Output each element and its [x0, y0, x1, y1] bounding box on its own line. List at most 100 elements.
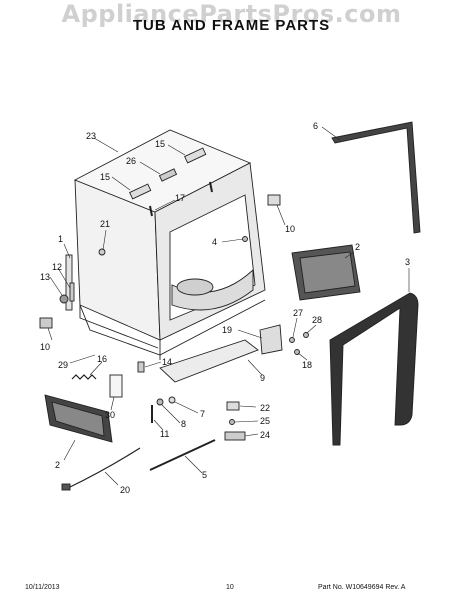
callout-2-upper: 2 [355, 242, 360, 252]
label-30 [109, 374, 123, 398]
callout-22: 22 [260, 403, 270, 413]
leader-4 [221, 238, 244, 243]
footer-part-number: Part No. W10649694 Rev. A [318, 584, 406, 591]
bracket-19 [259, 324, 283, 355]
callout-labels: 1 2 2 3 4 5 6 7 8 9 10 10 11 12 13 14 15… [40, 121, 410, 495]
callout-12: 12 [52, 262, 62, 272]
callout-30: 30 [105, 410, 115, 420]
screw-4 [242, 236, 248, 242]
leader-29 [69, 354, 96, 364]
leader-30 [110, 396, 115, 411]
leader-14 [144, 361, 162, 368]
clip-lower [39, 317, 53, 329]
callout-6: 6 [313, 121, 318, 131]
leader-28 [306, 324, 317, 334]
leader-10b [47, 327, 53, 341]
callout-21: 21 [100, 219, 110, 229]
spring [71, 374, 97, 380]
leader-11 [153, 419, 164, 431]
callout-26: 26 [126, 156, 136, 166]
leader-24 [244, 433, 259, 437]
tub-frame-assembly [73, 129, 266, 360]
clip-14 [137, 361, 145, 373]
callout-14: 14 [162, 357, 172, 367]
callout-24: 24 [260, 430, 270, 440]
leader-17 [154, 199, 176, 211]
callout-16: 16 [97, 354, 107, 364]
callout-27: 27 [293, 308, 303, 318]
callout-18: 18 [302, 360, 312, 370]
screw-lower [209, 181, 213, 193]
screw-25 [229, 419, 235, 425]
leader-13 [49, 276, 63, 296]
leader-27 [292, 317, 298, 338]
callout-8: 8 [181, 419, 186, 429]
callout-11: 11 [160, 429, 169, 439]
leader-15a [167, 144, 186, 156]
callout-3: 3 [405, 257, 410, 267]
leader-23 [93, 137, 119, 153]
tub-gasket [329, 292, 419, 446]
door-gasket [331, 121, 421, 234]
leader-7 [174, 401, 199, 414]
washer-8 [156, 398, 164, 406]
tub-side-rail [79, 305, 159, 349]
callout-25: 25 [260, 416, 270, 426]
leader-2b [63, 439, 76, 461]
leader-9 [247, 359, 263, 376]
power-cord [67, 447, 141, 489]
callout-5: 5 [202, 470, 207, 480]
callout-13: 13 [40, 272, 50, 282]
leader-10 [276, 204, 286, 226]
tub-base-frame [79, 299, 266, 356]
callout-2-lower: 2 [55, 460, 60, 470]
callout-15-lower: 15 [100, 172, 110, 182]
leader-26 [139, 161, 161, 175]
leader-1 [63, 243, 71, 259]
toe-kick-panel-lower-face [51, 401, 105, 437]
callout-9: 9 [260, 373, 265, 383]
leveling-plate [159, 339, 259, 383]
clip-upper [267, 194, 281, 206]
callout-20: 20 [120, 485, 130, 495]
callout-15-upper: 15 [155, 139, 165, 149]
power-cord-plug [61, 483, 71, 491]
watermark: AppliancePartsPros.com [61, 0, 402, 28]
leader-15b [111, 176, 131, 191]
leader-20 [104, 471, 119, 486]
leader-21 [102, 229, 107, 251]
leader-16 [89, 361, 103, 376]
tub-sump [176, 278, 214, 296]
mounting-bracket [158, 168, 178, 182]
nut-7 [168, 396, 176, 404]
leader-18 [297, 352, 308, 361]
nut-27 [289, 337, 295, 343]
callout-17: 17 [175, 193, 185, 203]
leader-8 [161, 404, 181, 424]
footer-page-number: 10 [226, 584, 234, 591]
screw-21 [98, 248, 106, 256]
leader-25 [234, 420, 259, 423]
callout-23: 23 [86, 131, 96, 141]
callout-7: 7 [200, 409, 205, 419]
hinge-bracket-lower [129, 183, 152, 200]
leader-19 [237, 329, 263, 339]
page-title: TUB AND FRAME PARTS [132, 17, 331, 34]
callout-28: 28 [312, 315, 322, 325]
leveling-foot [59, 294, 69, 304]
hinge-bracket-upper [184, 147, 207, 164]
leader-12 [57, 267, 71, 289]
bracket-24 [224, 431, 246, 441]
cable-tie [149, 439, 216, 471]
leader-6 [321, 126, 341, 141]
leader-2a [344, 251, 355, 259]
leveling-leg [69, 282, 75, 302]
leader-lines [47, 126, 410, 486]
callout-10-upper: 10 [285, 224, 295, 234]
toe-kick-panel-upper-face [299, 251, 356, 294]
callout-29: 29 [58, 360, 68, 370]
leader-5 [184, 455, 203, 474]
clamp-22 [226, 401, 240, 411]
